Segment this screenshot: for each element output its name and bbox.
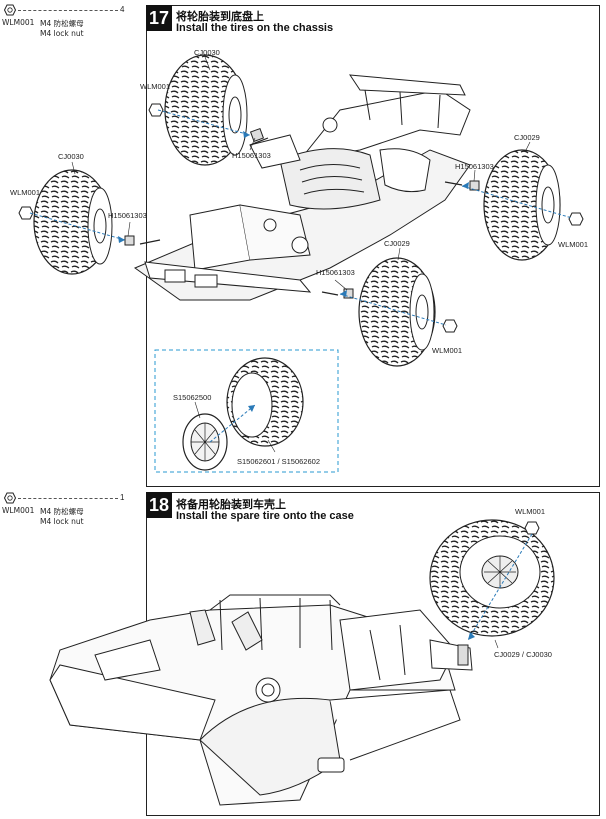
tire-right	[483, 149, 561, 261]
label-s15062500: S15062500	[173, 393, 212, 402]
label-wlm001-18: WLM001	[515, 507, 546, 516]
label-h15061303-a: H15061303	[232, 151, 271, 160]
tire-top-left	[164, 54, 248, 166]
step-17-part-code: WLM001	[2, 18, 35, 27]
step-18-part-code: WLM001	[2, 506, 35, 515]
label-h15061303-d: H15061303	[316, 268, 355, 277]
lock-nut-icon	[4, 4, 16, 16]
label-wlm001-right: WLM001	[558, 240, 589, 249]
label-cj0030-top: CJ0030	[194, 48, 220, 57]
label-cj0029-front: CJ0029	[384, 239, 410, 248]
step-17-sidebar: 4 WLM001 M4 防松螺母 M4 lock nut	[2, 4, 132, 44]
step-18-number: 18	[146, 492, 172, 518]
step-18-title-en: Install the spare tire onto the case	[176, 510, 354, 522]
step-18-sidebar: 1 WLM001 M4 防松螺母 M4 lock nut	[2, 492, 132, 532]
step-18-part-name-en: M4 lock nut	[40, 517, 84, 526]
car-shell-drawing	[49, 594, 473, 806]
step-17-title-cn: 将轮胎装到底盘上	[176, 10, 264, 23]
label-s15062601: S15062601 / S15062602	[237, 457, 320, 466]
step-18-title-cn: 将备用轮胎装到车壳上	[176, 498, 286, 511]
step-18-qty: 1	[120, 493, 125, 502]
label-wlm001-front: WLM001	[432, 346, 463, 355]
tire-front	[358, 257, 436, 367]
step-17-title-en: Install the tires on the chassis	[176, 22, 334, 34]
label-cj0029-right: CJ0029	[514, 133, 540, 142]
label-wlm001-top: WLM001	[140, 82, 171, 91]
label-h15061303-c: H15061303	[455, 162, 494, 171]
step-18-part-name-cn: M4 防松螺母	[40, 507, 84, 516]
step-17-number: 17	[146, 5, 172, 31]
step-17-part-name-en: M4 lock nut	[40, 29, 84, 38]
nut-18	[524, 521, 540, 535]
spare-mount	[457, 644, 469, 666]
spare-tire	[429, 519, 555, 637]
label-h15061303-b: H15061303	[108, 211, 147, 220]
label-wlm001-left: WLM001	[10, 188, 41, 197]
chassis-drawing	[133, 74, 471, 301]
lock-nut-icon	[4, 492, 16, 504]
inset-tire-drawing	[182, 357, 304, 471]
label-cj0029-cj0030: CJ0029 / CJ0030	[494, 650, 552, 659]
label-cj0030-left: CJ0030	[58, 152, 84, 161]
tire-left	[33, 169, 113, 275]
step-17-qty: 4	[120, 5, 125, 14]
inset-box	[154, 349, 339, 473]
step-17-part-name-cn: M4 防松螺母	[40, 19, 84, 28]
